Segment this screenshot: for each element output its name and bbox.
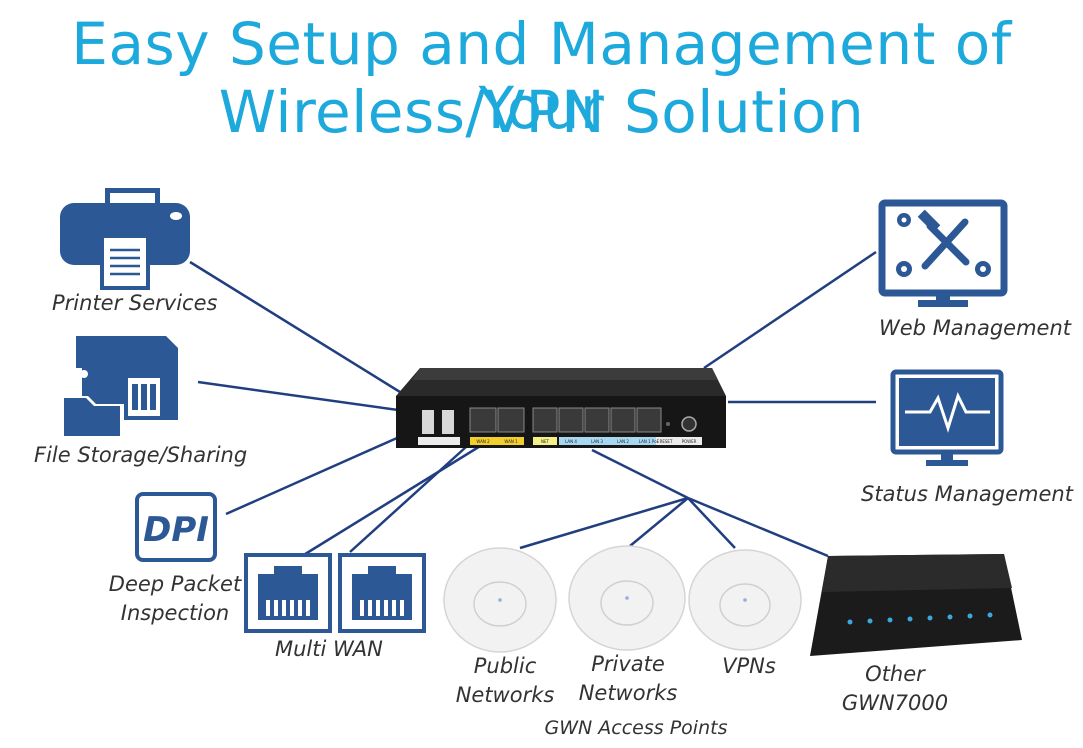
label-vpns: VPNs xyxy=(722,654,776,678)
port-label-lan3: LAN 3 xyxy=(591,439,603,444)
port-label-lan1: LAN 1 PoE xyxy=(639,439,660,444)
router-gwn7000: WAN 2 WAN 1 NET LAN 4 LAN 3 LAN 2 LAN 1 … xyxy=(396,368,726,448)
label-file-storage: File Storage/Sharing xyxy=(34,443,248,467)
page-title-line2: Wireless/VPN Solution xyxy=(218,78,865,146)
web-management-monitor-icon xyxy=(878,199,1008,307)
port-label-reset: RESET xyxy=(660,439,673,444)
label-multi-wan: Multi WAN xyxy=(275,637,383,661)
page-title-line1: Easy Setup and Management of Your xyxy=(71,10,1012,142)
label-other-line2: GWN7000 xyxy=(841,691,949,715)
other-gwn7000-device xyxy=(810,554,1022,656)
label-public-line2: Networks xyxy=(455,683,555,707)
port-label-power: POWER xyxy=(682,439,697,444)
file-storage-icon xyxy=(64,336,178,440)
label-status-management: Status Management xyxy=(861,482,1073,506)
access-point-public xyxy=(443,547,557,653)
pulse-line-icon xyxy=(905,392,990,433)
label-printer-services: Printer Services xyxy=(52,291,218,315)
port-label-net: NET xyxy=(541,439,550,444)
access-point-vpns xyxy=(688,549,802,651)
port-label-lan2: LAN 2 xyxy=(617,439,629,444)
dpi-badge-text: DPI xyxy=(143,510,209,550)
ethernet-port-icon xyxy=(338,553,426,633)
label-private-line2: Networks xyxy=(578,681,678,705)
label-dpi-line2: Inspection xyxy=(120,601,230,625)
connector-lines xyxy=(189,250,877,558)
wrench-hammer-icon xyxy=(921,218,970,270)
label-dpi-line1: Deep Packet xyxy=(108,572,242,596)
port-label-wan1: WAN 1 xyxy=(504,439,518,444)
ethernet-port-icon xyxy=(244,553,332,633)
label-private-line1: Private xyxy=(591,652,665,676)
printer-icon xyxy=(60,188,190,290)
label-web-management: Web Management xyxy=(879,316,1072,340)
label-public-line1: Public xyxy=(473,654,537,678)
access-point-private xyxy=(568,545,686,651)
port-label-wan2: WAN 2 xyxy=(476,439,490,444)
dpi-badge-icon: DPI xyxy=(135,492,217,562)
status-management-monitor-icon xyxy=(890,369,1004,466)
port-label-lan4: LAN 4 xyxy=(565,439,577,444)
label-other-line1: Other xyxy=(865,662,925,686)
label-gwn-access-points: GWN Access Points xyxy=(544,717,728,739)
